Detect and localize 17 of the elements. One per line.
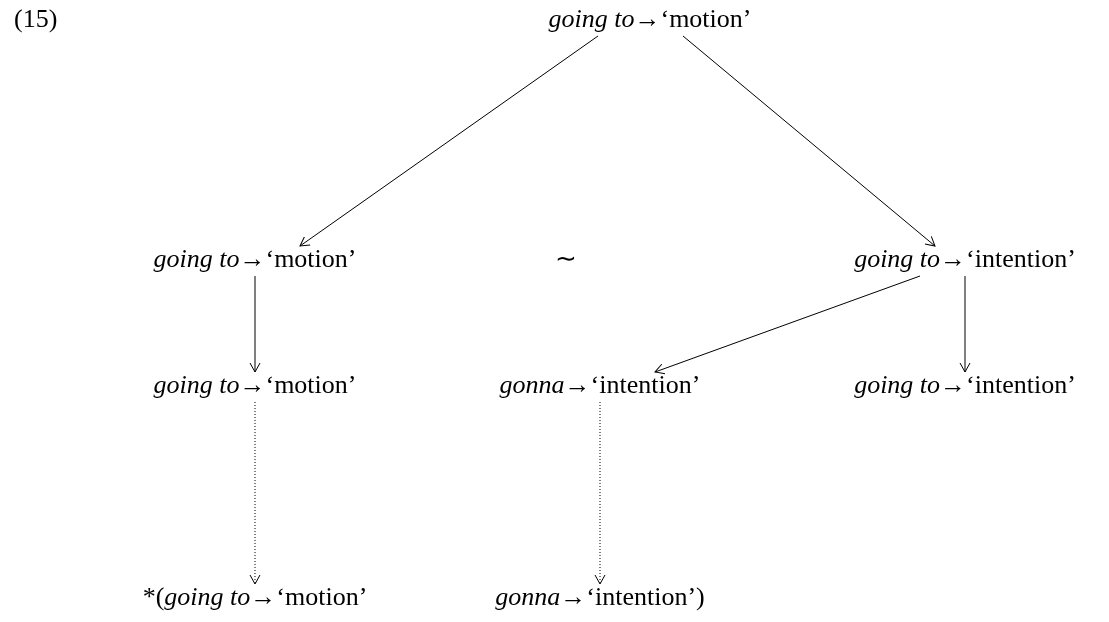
term-label: gonna→‘intention’ <box>499 370 701 400</box>
term-label: going to→‘motion’ <box>153 370 357 400</box>
term-label: going to→‘motion’ <box>153 244 357 274</box>
term-label: going to→‘intention’ <box>854 370 1076 400</box>
term-label: going to→‘motion’ <box>548 4 752 34</box>
arrow <box>959 275 971 373</box>
arrow <box>654 275 921 375</box>
arrow <box>299 35 599 247</box>
term-label: *(going to→‘motion’ <box>142 582 368 612</box>
arrow <box>682 35 936 247</box>
similarity-sign: ∼ <box>555 244 577 274</box>
arrow <box>594 401 606 585</box>
example-number: (15) <box>14 4 58 34</box>
term-label: gonna→‘intention’) <box>495 582 705 612</box>
arrow <box>249 401 261 585</box>
arrow <box>249 275 261 373</box>
term-label: going to→‘intention’ <box>854 244 1076 274</box>
